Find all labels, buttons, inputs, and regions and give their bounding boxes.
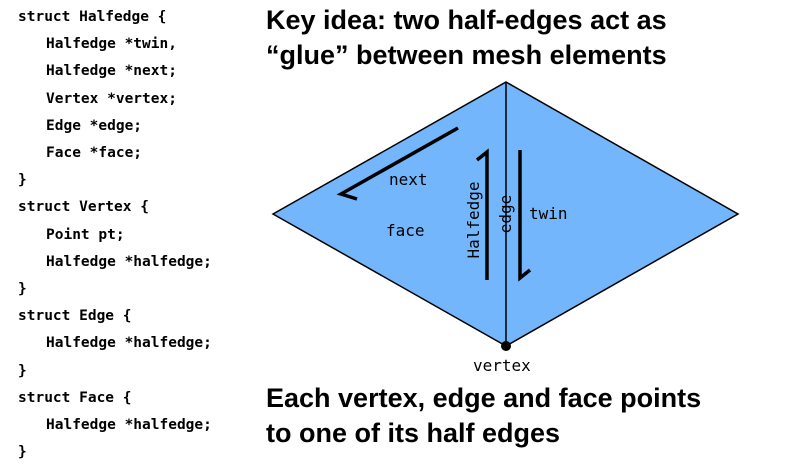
code-listing: struct Halfedge { Halfedge *twin, Halfedge… (18, 4, 258, 466)
code-line: Vertex *vertex; (46, 90, 177, 107)
headline-key-idea-line1: Key idea: two half-edges act as (266, 5, 667, 35)
headline-key-idea-line2: “glue” between mesh elements (266, 40, 667, 70)
edge-label: edge (496, 195, 515, 234)
vertex-label: vertex (473, 356, 531, 375)
next-label: next (389, 170, 428, 189)
code-line: struct Edge { (18, 308, 132, 325)
code-line: Halfedge *halfedge; (46, 335, 212, 352)
code-line: } (18, 362, 27, 379)
face-label: face (386, 221, 425, 240)
headline-each-vertex-line2: to one of its half edges (266, 418, 561, 448)
halfedge-arrow (475, 148, 489, 280)
code-line: struct Face { (18, 389, 132, 406)
vertex-dot (501, 341, 511, 351)
code-line: } (18, 281, 27, 298)
code-line: Halfedge *twin, (46, 36, 177, 53)
code-line: } (18, 172, 27, 189)
headline-each-vertex: Each vertex, edge and face points to one… (266, 381, 796, 451)
code-line: struct Vertex { (18, 199, 149, 216)
next-arrow (336, 126, 459, 201)
twin-arrow (518, 150, 532, 282)
twin-label: twin (529, 204, 568, 223)
code-line: Halfedge *halfedge; (46, 253, 212, 270)
code-line: Point pt; (46, 226, 125, 243)
code-line: struct Halfedge { (18, 9, 167, 25)
headline-each-vertex-line1: Each vertex, edge and face points (266, 383, 702, 413)
code-line: Halfedge *halfedge; (46, 417, 212, 434)
code-line: Face *face; (46, 145, 143, 162)
code-line: Halfedge *next; (46, 63, 177, 80)
headline-key-idea: Key idea: two half-edges act as “glue” b… (266, 3, 796, 73)
halfedge-label: Halfedge (464, 181, 483, 258)
code-line: } (18, 444, 27, 461)
code-line: Edge *edge; (46, 117, 143, 134)
